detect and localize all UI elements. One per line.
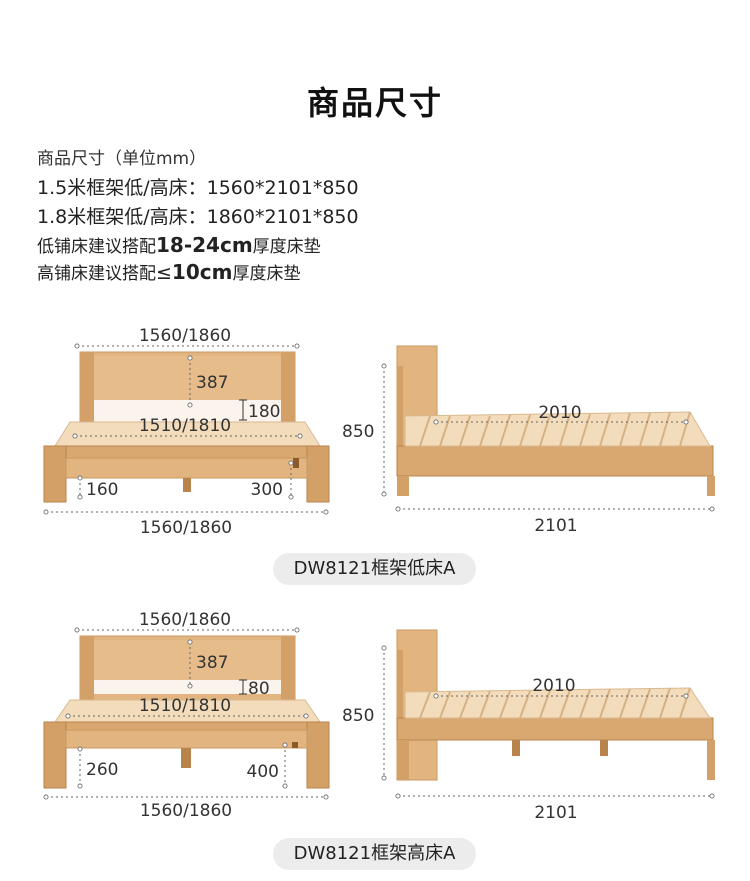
dim-leg-right: 400 [247,762,279,782]
dim-headboard-height: 387 [196,373,228,393]
spec-text: 低铺床建议搭配 [37,237,156,257]
spec-text: 厚度床垫 [252,237,321,257]
spec-thickness: 18-24cm [156,233,253,257]
high-bed-front-view: 1560/1860 387 80 1510/1810 260 400 1560/… [43,610,330,821]
spec-value: 1560*2101*850 [206,177,359,199]
spec-line-18m: 1.8米框架低/高床：1860*2101*850 [37,203,359,232]
spec-line-low-mattress: 低铺床建议搭配18-24cm厚度床垫 [37,232,359,259]
spec-thickness: 10cm [171,260,233,284]
dim-top-width: 1560/1860 [139,326,231,346]
dim-gap: 80 [248,679,270,699]
spec-label: 1.8米框架低/高床： [37,206,207,228]
dim-length: 2101 [534,803,577,823]
dim-gap: 180 [248,402,280,422]
high-bed-caption: DW8121框架高床A [273,838,476,870]
dim-height: 850 [342,706,374,726]
dim-inner-width: 1510/1810 [139,696,231,716]
spec-label: 1.5米框架低/高床： [37,177,207,199]
low-bed-caption: DW8121框架低床A [273,553,476,585]
dim-bottom-width: 1560/1860 [140,801,232,821]
spec-symbol: ≤ [156,262,172,284]
spec-list: 商品尺寸（单位mm） 1.5米框架低/高床：1560*2101*850 1.8米… [37,145,359,286]
dim-top-width: 1560/1860 [139,610,231,630]
spec-text: 高铺床建议搭配 [37,264,156,284]
dim-headboard-height: 387 [196,653,228,673]
dim-leg-left: 260 [86,760,118,780]
spec-text: 厚度床垫 [232,264,301,284]
low-bed-front-view: 1560/1860 387 180 1510/1810 160 300 1560… [43,326,330,538]
dim-bottom-width: 1560/1860 [140,518,232,538]
dim-inner-length: 2010 [538,403,581,423]
dim-length: 2101 [534,516,577,536]
dim-height: 850 [342,422,374,442]
spec-unit-line: 商品尺寸（单位mm） [37,149,207,169]
low-bed-side-view: 850 2010 2101 [342,345,715,536]
page-title: 商品尺寸 [306,84,443,122]
dim-leg-left: 160 [86,480,118,500]
dim-leg-right: 300 [251,480,283,500]
spec-value: 1860*2101*850 [206,206,359,228]
dim-inner-width: 1510/1810 [139,416,231,436]
dim-inner-length: 2010 [532,676,575,696]
spec-line-high-mattress: 高铺床建议搭配≤10cm厚度床垫 [37,259,359,286]
spec-line-15m: 1.5米框架低/高床：1560*2101*850 [37,174,359,203]
high-bed-side-view: 850 2010 2101 [342,629,715,823]
